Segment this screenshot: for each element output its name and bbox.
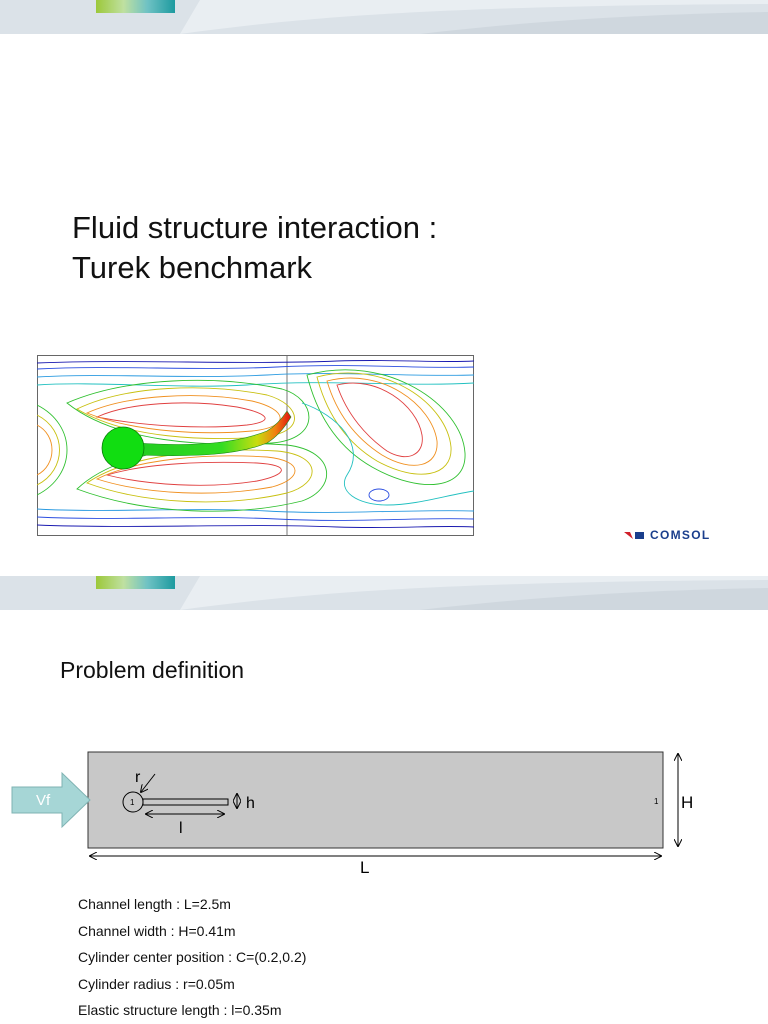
cylinder-label: 1	[130, 798, 135, 807]
title-line-1: Fluid structure interaction :	[72, 210, 438, 245]
header-banner	[0, 0, 768, 34]
banner-swoosh	[0, 0, 768, 34]
param-cylinder-radius: Cylinder radius : r=0.05m	[78, 975, 235, 992]
beam-shape	[142, 798, 229, 806]
channel-height-label: H	[681, 793, 693, 812]
title-line-2: Turek benchmark	[72, 250, 313, 285]
param-elastic-length: Elastic structure length : l=0.35m	[78, 1002, 282, 1019]
radius-label: r	[135, 769, 141, 786]
banner-logo-strip	[96, 0, 175, 13]
slide-fsi-title: Fluid structure interaction : Turek benc…	[0, 0, 768, 542]
page-title: Problem definition	[60, 657, 245, 683]
banner-swoosh	[0, 576, 768, 610]
banner-logo-strip	[96, 576, 175, 589]
cylinder	[101, 426, 145, 470]
fsi-flow-contour-figure	[37, 355, 474, 536]
boundary-label: 1	[654, 797, 659, 806]
param-cylinder-center: Cylinder center position : C=(0.2,0.2)	[78, 949, 307, 966]
slide-problem-definition: Problem definition Vf 1 r h l 1	[0, 576, 768, 1024]
inlet-label: Vf	[36, 792, 51, 809]
slide-title: Fluid structure interaction : Turek benc…	[72, 208, 437, 288]
param-channel-width: Channel width : H=0.41m	[78, 922, 236, 939]
header-banner	[0, 576, 768, 610]
contour-lines	[37, 359, 474, 529]
beam-height-label: h	[246, 795, 255, 812]
comsol-logo-text: COMSOL	[650, 528, 711, 542]
channel-length-label: L	[360, 858, 369, 877]
beam-length-label: l	[179, 820, 183, 837]
param-channel-length: Channel length : L=2.5m	[78, 896, 231, 912]
channel-geometry-diagram: Vf 1 r h l 1 H L	[11, 751, 693, 877]
inlet-arrow	[11, 771, 91, 829]
parameter-list: Channel length : L=2.5m Channel width : …	[78, 891, 306, 1024]
elastic-beam	[136, 410, 292, 456]
comsol-mark-icon	[624, 532, 644, 539]
